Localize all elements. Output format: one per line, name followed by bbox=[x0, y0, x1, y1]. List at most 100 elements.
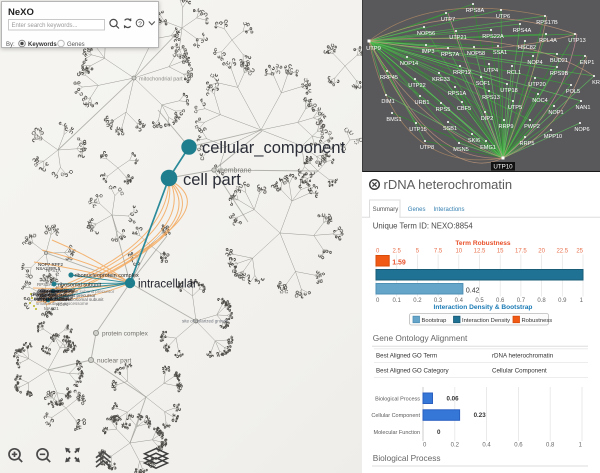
svg-text:NeXO: NeXO bbox=[8, 7, 34, 18]
svg-text:0: 0 bbox=[376, 249, 380, 255]
svg-text:90S preribosome: 90S preribosome bbox=[39, 295, 74, 300]
svg-text:UTP9: UTP9 bbox=[366, 46, 381, 52]
svg-text:RPL4A: RPL4A bbox=[539, 38, 557, 44]
svg-text:0.5: 0.5 bbox=[475, 298, 484, 304]
svg-text:site of polarized growth: site of polarized growth bbox=[182, 319, 229, 324]
svg-text:UTP4: UTP4 bbox=[484, 68, 498, 74]
svg-text:0.06: 0.06 bbox=[447, 395, 460, 402]
svg-text:Biological Process: Biological Process bbox=[375, 396, 420, 402]
svg-text:ribosomal subunit: ribosomal subunit bbox=[58, 283, 102, 289]
svg-text:RPS17B: RPS17B bbox=[536, 20, 558, 26]
svg-text:0.4: 0.4 bbox=[482, 443, 491, 449]
svg-text:NOP14: NOP14 bbox=[400, 61, 418, 67]
svg-text:NSA2 RPL5: NSA2 RPL5 bbox=[36, 266, 61, 271]
svg-text:small-subunit processome: small-subunit processome bbox=[36, 301, 89, 306]
svg-text:BUD21: BUD21 bbox=[550, 58, 568, 64]
svg-text:0.7: 0.7 bbox=[517, 298, 526, 304]
svg-text:rDNA heterochromatin: rDNA heterochromatin bbox=[384, 177, 513, 192]
svg-text:0: 0 bbox=[437, 429, 441, 436]
svg-text:UTP5: UTP5 bbox=[508, 105, 522, 111]
svg-text:ribosomal subunit: ribosomal subunit bbox=[38, 292, 74, 297]
svg-text:Keywords: Keywords bbox=[28, 42, 57, 48]
svg-text:RCL1: RCL1 bbox=[507, 70, 521, 76]
svg-text:MSN5: MSN5 bbox=[453, 147, 469, 153]
svg-text:ribosomal subunit: ribosomal subunit bbox=[40, 288, 76, 293]
svg-text:90S preribosome: 90S preribosome bbox=[38, 288, 73, 293]
svg-text:UTP8: UTP8 bbox=[420, 145, 434, 151]
svg-text:12.5: 12.5 bbox=[474, 249, 486, 255]
svg-text:RPS1A: RPS1A bbox=[46, 268, 61, 273]
svg-text:1: 1 bbox=[580, 298, 584, 304]
svg-text:0.3: 0.3 bbox=[434, 298, 443, 304]
svg-text:Summary: Summary bbox=[373, 207, 399, 213]
svg-text:1: 1 bbox=[579, 443, 583, 449]
svg-text:KR: KR bbox=[592, 80, 600, 86]
svg-text:Term Robustness: Term Robustness bbox=[455, 240, 511, 247]
svg-text:Biological Process: Biological Process bbox=[373, 453, 441, 463]
svg-text:SSB1: SSB1 bbox=[443, 126, 457, 132]
svg-text:processome: processome bbox=[33, 291, 58, 296]
svg-text:SKI6: SKI6 bbox=[468, 138, 480, 144]
svg-text:membrane: membrane bbox=[218, 168, 252, 175]
svg-text:MAK21: MAK21 bbox=[44, 306, 59, 311]
svg-text:RRP45: RRP45 bbox=[380, 75, 398, 81]
svg-text:ribosomal subunit: ribosomal subunit bbox=[34, 296, 70, 301]
svg-text:0.1: 0.1 bbox=[393, 298, 402, 304]
svg-text:2.5: 2.5 bbox=[393, 249, 402, 255]
svg-text:URB1: URB1 bbox=[415, 100, 430, 106]
svg-text:90S preribosome: 90S preribosome bbox=[34, 297, 69, 302]
svg-text:Bootstrap: Bootstrap bbox=[422, 318, 447, 324]
svg-text:processome: processome bbox=[31, 292, 56, 297]
svg-text:SOF1: SOF1 bbox=[476, 81, 491, 87]
svg-text:RPS7A: RPS7A bbox=[441, 52, 460, 58]
svg-text:MPP10: MPP10 bbox=[544, 134, 562, 140]
svg-text:RPS1A: RPS1A bbox=[448, 91, 467, 97]
svg-text:protein complex: protein complex bbox=[102, 331, 149, 338]
svg-text:Best Aligned GO Category: Best Aligned GO Category bbox=[376, 368, 449, 375]
svg-text:cytosolic small ribosomal subu: cytosolic small ribosomal subunit bbox=[38, 297, 104, 302]
svg-text:NOP4: NOP4 bbox=[527, 60, 542, 66]
svg-text:0.6: 0.6 bbox=[514, 443, 523, 449]
svg-text:0.4: 0.4 bbox=[455, 298, 464, 304]
svg-text:0.23: 0.23 bbox=[474, 412, 487, 419]
svg-text:22.5: 22.5 bbox=[556, 249, 568, 255]
svg-text:DIP2: DIP2 bbox=[481, 116, 493, 122]
svg-text:UTP7: UTP7 bbox=[441, 17, 455, 23]
svg-text:1.59: 1.59 bbox=[392, 260, 406, 267]
svg-text:NAN1: NAN1 bbox=[576, 105, 591, 111]
svg-text:cellular_component: cellular_component bbox=[202, 139, 346, 157]
svg-text:UTP20: UTP20 bbox=[528, 82, 545, 88]
svg-text:small subunit: small subunit bbox=[36, 293, 63, 298]
svg-text:Molecular Function: Molecular Function bbox=[374, 430, 420, 436]
svg-text:RPS2A: RPS2A bbox=[37, 282, 52, 287]
svg-text:NOP7 RPF2: NOP7 RPF2 bbox=[38, 262, 64, 267]
svg-text:UTP21: UTP21 bbox=[449, 35, 466, 41]
svg-text:By:: By: bbox=[6, 42, 15, 48]
svg-text:cell part: cell part bbox=[183, 171, 241, 189]
svg-text:10: 10 bbox=[455, 249, 462, 255]
svg-text:UTP22: UTP22 bbox=[408, 83, 425, 89]
svg-text:0: 0 bbox=[423, 443, 427, 449]
svg-text:ribonucleoprotein complex: ribonucleoprotein complex bbox=[75, 273, 139, 279]
svg-text:UTP15: UTP15 bbox=[409, 127, 426, 133]
svg-text:ribosome: ribosome bbox=[39, 295, 58, 300]
svg-text:Cellular Component: Cellular Component bbox=[492, 368, 547, 375]
svg-text:UTP6: UTP6 bbox=[496, 14, 510, 20]
svg-text:Gene Ontology Alignment: Gene Ontology Alignment bbox=[373, 333, 468, 343]
svg-text:Enter search keywords...: Enter search keywords... bbox=[12, 23, 78, 29]
svg-text:Genes: Genes bbox=[408, 207, 426, 213]
svg-text:RRP5: RRP5 bbox=[520, 141, 535, 147]
svg-text:ENP1: ENP1 bbox=[580, 60, 595, 66]
svg-text:NOP6: NOP6 bbox=[574, 127, 589, 133]
svg-text:5: 5 bbox=[416, 249, 420, 255]
svg-text:7.5: 7.5 bbox=[434, 249, 443, 255]
svg-text:0.8: 0.8 bbox=[537, 298, 546, 304]
svg-text:Genes: Genes bbox=[67, 42, 85, 48]
svg-text:intracellular: intracellular bbox=[138, 279, 197, 291]
svg-text:RRP9: RRP9 bbox=[499, 124, 514, 130]
svg-text:20: 20 bbox=[538, 249, 545, 255]
svg-text:RPS13: RPS13 bbox=[482, 95, 500, 101]
svg-text:UTP13: UTP13 bbox=[568, 38, 585, 44]
svg-text:0.2: 0.2 bbox=[413, 298, 422, 304]
svg-text:Robustness: Robustness bbox=[522, 318, 553, 324]
